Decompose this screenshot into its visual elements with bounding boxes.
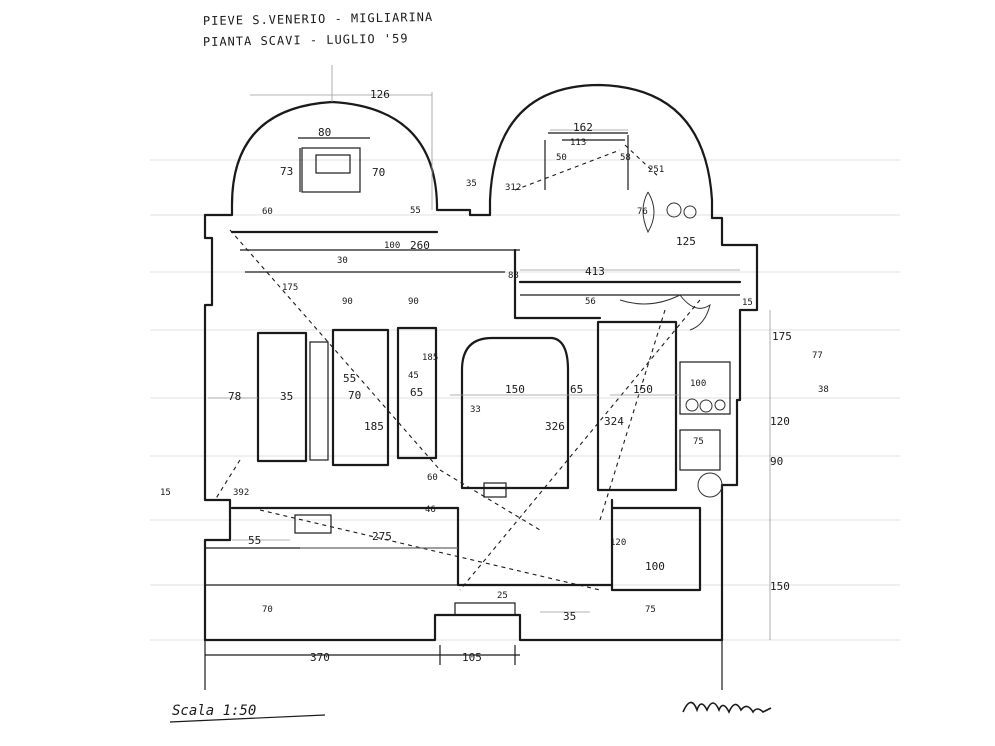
dim-label: 15 xyxy=(742,298,753,308)
dim-label: 324 xyxy=(604,415,624,428)
dim-label: 38 xyxy=(818,385,829,395)
dim-label: 75 xyxy=(693,437,704,447)
dim-label: 35 xyxy=(280,390,293,403)
dim-label: 46 xyxy=(425,505,436,515)
dim-label: 33 xyxy=(470,405,481,415)
dim-label: 58 xyxy=(620,153,631,163)
dim-label: 78 xyxy=(228,390,241,403)
right-apse xyxy=(488,83,714,234)
dim-label: 65 xyxy=(570,383,583,396)
dim-label: 76 xyxy=(637,207,648,217)
dim-label: 326 xyxy=(545,420,565,433)
dim-label: 77 xyxy=(812,351,823,361)
dim-label: 126 xyxy=(370,88,390,101)
dim-label: 150 xyxy=(505,383,525,396)
dim-label: 90 xyxy=(770,455,783,468)
dim-label: 35 xyxy=(466,179,477,189)
dim-label: 55 xyxy=(343,372,356,385)
dim-label: 185 xyxy=(422,353,438,363)
dim-label: 125 xyxy=(676,235,696,248)
dim-label: 120 xyxy=(610,538,626,548)
dim-label: 413 xyxy=(585,265,605,278)
dim-label: 35 xyxy=(563,610,576,623)
dim-label: 56 xyxy=(585,297,596,307)
dim-label: 15 xyxy=(160,488,171,498)
dim-label: 275 xyxy=(372,530,392,543)
dim-label: 70 xyxy=(372,166,385,179)
nave-inner-bands xyxy=(230,230,742,331)
plan-title-line-2: PIANTA SCAVI - LUGLIO '59 xyxy=(203,31,409,49)
dim-label: 90 xyxy=(408,297,419,307)
scale-note: Scala 1:50 xyxy=(172,703,256,719)
dim-label: 70 xyxy=(262,605,273,615)
dim-label: 88 xyxy=(508,271,519,281)
dim-label: 251 xyxy=(648,165,664,175)
dim-label: 55 xyxy=(248,534,261,547)
lower-rooms xyxy=(205,498,702,616)
dim-label: 312 xyxy=(505,183,521,193)
dim-label: 60 xyxy=(427,473,438,483)
dim-label: 75 xyxy=(645,605,656,615)
dim-label: 65 xyxy=(410,386,423,399)
dim-label: 60 xyxy=(262,207,273,217)
dim-label: 392 xyxy=(233,488,249,498)
dim-label: 73 xyxy=(280,165,293,178)
dim-label: 105 xyxy=(462,651,482,664)
signature-mark xyxy=(682,701,772,714)
dim-label: 370 xyxy=(310,651,330,664)
dim-label: 50 xyxy=(556,153,567,163)
dim-label: 175 xyxy=(772,330,792,343)
dim-label: 30 xyxy=(337,256,348,266)
dim-label: 185 xyxy=(364,420,384,433)
dim-label: 100 xyxy=(384,241,400,251)
dim-label: 260 xyxy=(410,239,430,252)
dim-label: 80 xyxy=(318,126,331,139)
nave-piers xyxy=(256,320,731,534)
measurement-diagonals xyxy=(214,229,701,591)
plan-title-line-1: PIEVE S.VENERIO - MIGLIARINA xyxy=(203,10,434,28)
dim-label: 120 xyxy=(770,415,790,428)
dim-label: 175 xyxy=(282,283,298,293)
dim-label: 70 xyxy=(348,389,361,402)
dim-label: 150 xyxy=(633,383,653,396)
dim-label: 100 xyxy=(645,560,665,573)
dim-label: 45 xyxy=(408,371,419,381)
dimension-lines xyxy=(208,94,771,640)
dim-label: 113 xyxy=(570,138,586,148)
dim-label: 55 xyxy=(410,206,421,216)
dim-label: 100 xyxy=(690,379,706,389)
dimension-labels: 126 80 73 70 60 55 162 113 50 312 58 251… xyxy=(160,88,829,664)
dim-label: 90 xyxy=(342,297,353,307)
outer-walls xyxy=(203,198,759,690)
left-apse xyxy=(230,65,439,210)
dim-label: 162 xyxy=(573,121,593,134)
dim-label: 25 xyxy=(497,591,508,601)
dim-label: 150 xyxy=(770,580,790,593)
